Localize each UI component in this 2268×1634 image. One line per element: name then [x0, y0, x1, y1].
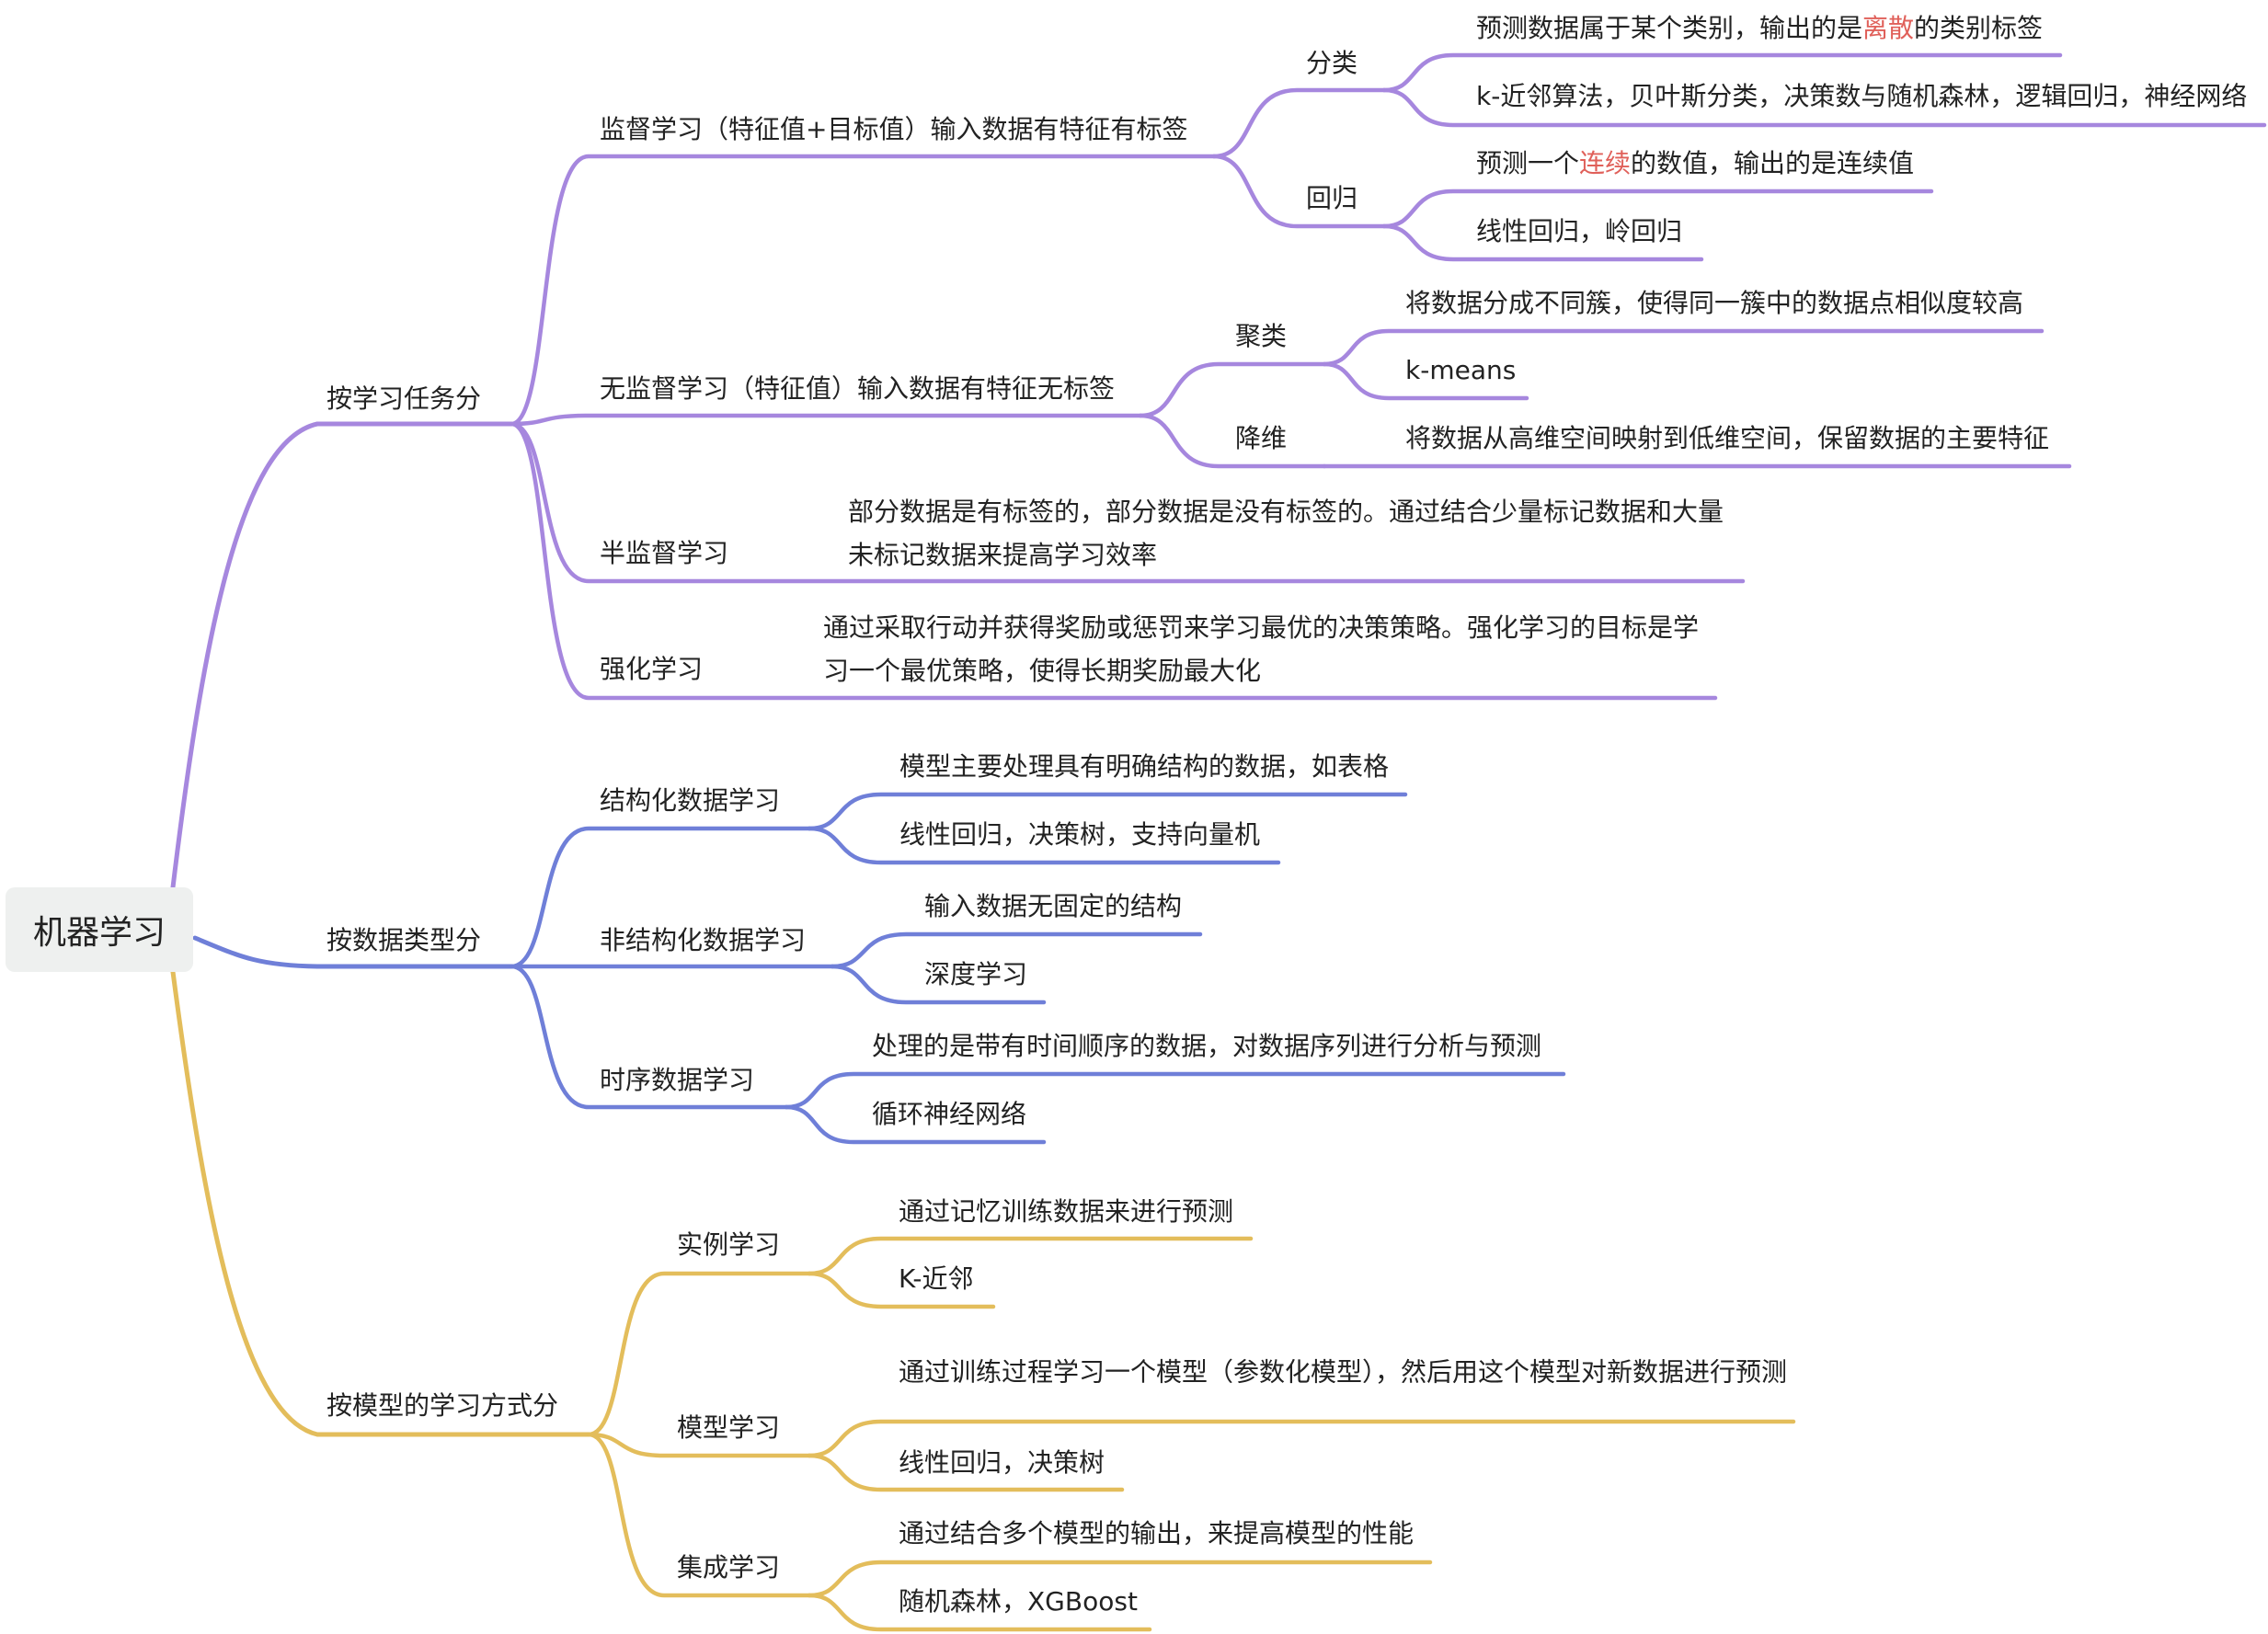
node-semi-supervised[interactable]: 半监督学习: [600, 538, 729, 568]
connector-unstructured-desc: [830, 931, 1203, 969]
connector-root-model: [170, 969, 591, 1437]
connector-model: [586, 1432, 812, 1458]
connector-clustering-desc: [1322, 328, 2045, 367]
connector-supervised: [509, 154, 1217, 427]
connector-unstructured-examples: [830, 964, 1047, 1005]
node-structured[interactable]: 结构化数据学习: [600, 785, 781, 816]
leaf-classification-desc[interactable]: 预测数据属于某个类别，输出的是离散的类别标签: [1476, 16, 2043, 41]
leaf-unstructured-examples[interactable]: 深度学习: [924, 959, 1028, 989]
leaf-clustering-algos[interactable]: k-means: [1405, 355, 1517, 385]
node-unsupervised[interactable]: 无监督学习（特征值）输入数据有特征无标签: [600, 373, 1116, 404]
node-instance[interactable]: 实例学习: [677, 1229, 781, 1260]
leaf-ensemble-desc[interactable]: 通过结合多个模型的输出，来提高模型的性能: [899, 1518, 1415, 1548]
text-segment: 预测数据属于某个类别，输出的是: [1476, 13, 1863, 43]
node-classification[interactable]: 分类: [1306, 48, 1358, 78]
highlight-text: 离散: [1862, 13, 1915, 43]
node-ensemble[interactable]: 集成学习: [677, 1552, 781, 1583]
connector-regression: [1211, 154, 1387, 229]
leaf-classification-algos[interactable]: k-近邻算法，贝叶斯分类，决策数与随机森林，逻辑回归，神经网络: [1476, 81, 2248, 111]
connector-model-desc: [807, 1419, 1796, 1458]
connector-instance-examples: [807, 1271, 996, 1309]
connector-model-examples: [807, 1453, 1125, 1492]
branch-modelway[interactable]: 按模型的学习方式分: [326, 1390, 559, 1421]
connector-clustering: [1138, 361, 1327, 418]
connector-regression-algos: [1381, 223, 1704, 262]
leaf-clustering-desc[interactable]: 将数据分成不同簇，使得同一簇中的数据点相似度较高: [1405, 288, 2024, 318]
node-unstructured[interactable]: 非结构化数据学习: [600, 925, 807, 955]
text-segment: 的类别标签: [1914, 13, 2044, 43]
leaf-reinforcement-desc[interactable]: 通过采取行动并获得奖励或惩罚来学习最优的决策策略。强化学习的目标是学习一个最优策…: [823, 612, 1700, 686]
leaf-model-desc[interactable]: 通过训练过程学习一个模型（参数化模型），然后用这个模型对新数据进行预测: [899, 1356, 1788, 1388]
leaf-instance-desc[interactable]: 通过记忆训练数据来进行预测: [899, 1196, 1234, 1227]
text-segment: 的数值，输出的是连续值: [1631, 148, 1915, 178]
connector-classification-algos: [1381, 87, 2267, 128]
node-reinforcement[interactable]: 强化学习: [600, 654, 704, 684]
connector-timeseries-examples: [784, 1104, 1047, 1145]
connector-clustering-algos: [1322, 361, 1529, 401]
connector-ensemble: [586, 1432, 812, 1598]
highlight-text: 连续: [1579, 148, 1632, 178]
branch-task[interactable]: 按学习任务分: [326, 383, 482, 414]
node-model[interactable]: 模型学习: [677, 1412, 781, 1443]
connector-instance: [586, 1271, 812, 1437]
connector-classification: [1211, 87, 1387, 159]
root-node[interactable]: 机器学习: [6, 887, 193, 972]
connector-structured-examples: [807, 826, 1281, 865]
leaf-instance-examples[interactable]: K-近邻: [899, 1263, 974, 1294]
node-timeseries[interactable]: 时序数据学习: [600, 1065, 755, 1095]
leaf-unstructured-desc[interactable]: 输入数据无固定的结构: [924, 891, 1183, 921]
connector-reduction: [1138, 413, 1327, 469]
connector-ensemble-desc: [807, 1560, 1433, 1598]
leaf-timeseries-examples[interactable]: 循环神经网络: [872, 1099, 1027, 1129]
leaf-regression-desc[interactable]: 预测一个连续的数值，输出的是连续值: [1476, 151, 1914, 177]
connector-regression-desc: [1381, 189, 1934, 229]
node-regression[interactable]: 回归: [1306, 183, 1358, 213]
connector-timeseries-desc: [784, 1071, 1566, 1110]
node-supervised[interactable]: 监督学习（特征值+目标值）输入数据有特征有标签: [600, 114, 1188, 144]
node-clustering[interactable]: 聚类: [1235, 321, 1288, 351]
connector-instance-desc: [807, 1236, 1254, 1276]
connector-classification-desc: [1381, 52, 2063, 93]
leaf-model-examples[interactable]: 线性回归，决策树: [899, 1447, 1105, 1478]
text-segment: 预测一个: [1476, 148, 1580, 178]
leaf-timeseries-desc[interactable]: 处理的是带有时间顺序的数据，对数据序列进行分析与预测: [872, 1031, 1542, 1061]
connector-ensemble-examples: [807, 1593, 1152, 1632]
connector-semi: [509, 421, 1746, 584]
connector-structured: [509, 826, 812, 969]
connector-root-task: [170, 421, 514, 890]
leaf-regression-algos[interactable]: 线性回归，岭回归: [1476, 216, 1683, 246]
node-reduction[interactable]: 降维: [1235, 423, 1288, 453]
leaf-reduction-desc[interactable]: 将数据从高维空间映射到低维空间，保留数据的主要特征: [1405, 423, 2050, 453]
leaf-structured-examples[interactable]: 线性回归，决策树，支持向量机: [899, 819, 1261, 850]
connector-root-data: [192, 935, 514, 969]
connector-unsupervised: [509, 413, 1143, 427]
leaf-structured-desc[interactable]: 模型主要处理具有明确结构的数据，如表格: [899, 751, 1390, 782]
connector-structured-desc: [807, 792, 1408, 831]
branch-datatype[interactable]: 按数据类型分: [326, 925, 482, 955]
connector-timeseries: [509, 964, 789, 1110]
leaf-ensemble-examples[interactable]: 随机森林，XGBoost: [899, 1586, 1138, 1617]
leaf-semi-desc[interactable]: 部分数据是有标签的，部分数据是没有标签的。通过结合少量标记数据和大量未标记数据来…: [848, 497, 1724, 570]
connector-reinforcement: [509, 421, 1718, 701]
